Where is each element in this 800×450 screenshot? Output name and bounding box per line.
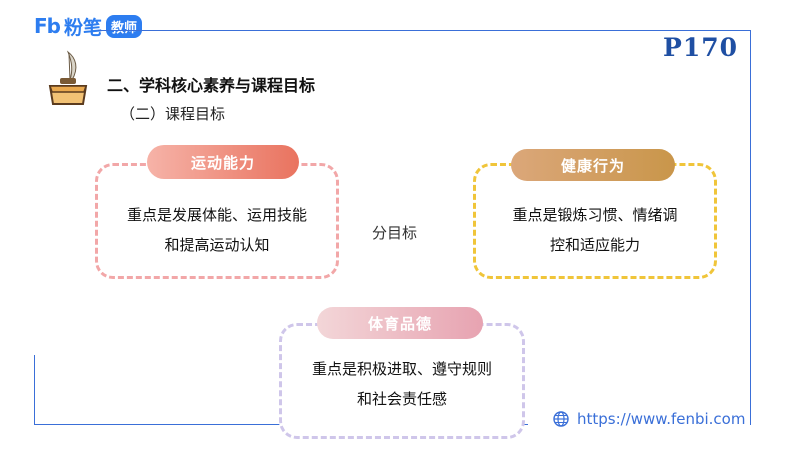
inkwell-quill-icon: [48, 50, 88, 105]
goal-card-motor-ability: 重点是发展体能、运用技能 和提高运动认知: [95, 163, 339, 279]
goal-line: 和社会责任感: [356, 390, 447, 408]
footer-url[interactable]: https://www.fenbi.com: [553, 410, 745, 428]
goal-line: 重点是发展体能、运用技能: [126, 206, 307, 224]
goal-pill-sports-morality: 体育品德: [317, 307, 483, 339]
logo-text: 粉笔: [63, 16, 102, 39]
goal-line: 和提高运动认知: [164, 236, 270, 254]
logo-mark: Fb: [34, 14, 61, 38]
center-label: 分目标: [372, 224, 418, 242]
page-number: P170: [663, 33, 738, 62]
frame-line-top: [98, 30, 750, 31]
goal-line: 重点是锻炼习惯、情绪调: [512, 206, 678, 224]
goal-pill-motor-ability: 运动能力: [147, 145, 299, 179]
section-title: 二、学科核心素养与课程目标: [107, 76, 316, 95]
goal-pill-health-behavior: 健康行为: [511, 149, 675, 181]
footer-url-text[interactable]: https://www.fenbi.com: [577, 410, 746, 428]
goal-line: 控和适应能力: [549, 236, 640, 254]
goal-card-health-behavior: 重点是锻炼习惯、情绪调 控和适应能力: [473, 163, 717, 279]
brand-logo: Fb 粉笔 教师: [34, 14, 143, 39]
goal-line: 重点是积极进取、遵守规则: [311, 360, 492, 378]
frame-line-left: [34, 355, 35, 425]
goal-card-sports-morality: 重点是积极进取、遵守规则 和社会责任感: [279, 323, 525, 439]
frame-line-right: [750, 30, 751, 425]
globe-icon: [553, 411, 569, 427]
logo-badge: 教师: [106, 14, 143, 38]
subsection-title: （二）课程目标: [120, 105, 226, 123]
